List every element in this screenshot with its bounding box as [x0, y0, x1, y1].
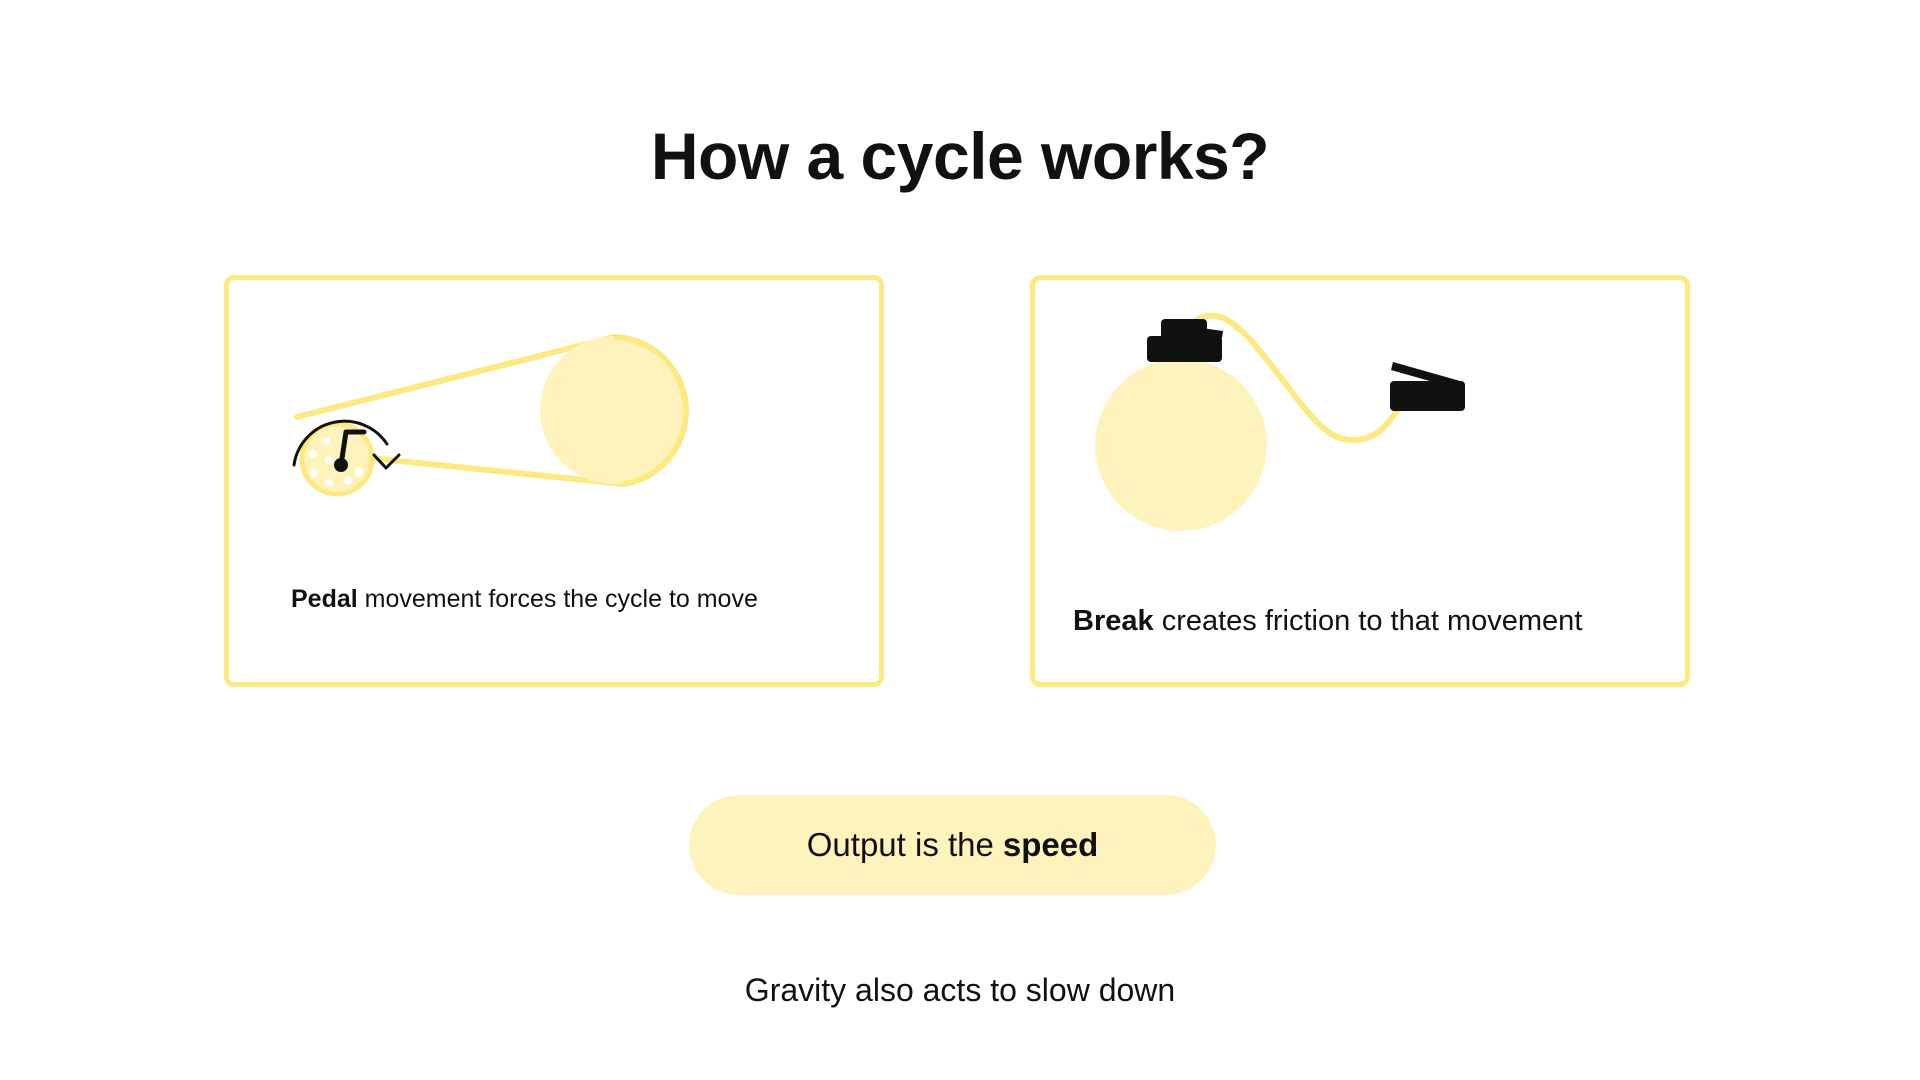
brake-caption: Break creates friction to that movement	[1073, 605, 1582, 638]
rotation-arrow-icon	[292, 419, 401, 470]
page-title: How a cycle works?	[650, 119, 1270, 193]
pedal-caption-bold: Pedal	[291, 585, 358, 613]
gravity-note: Gravity also acts to slow down	[744, 972, 1176, 1008]
brake-caption-bold: Break	[1073, 605, 1154, 637]
chainring-icon	[540, 334, 690, 487]
pedal-card: Pedal movement forces the cycle to move	[224, 275, 884, 687]
pedal-gear-icon	[299, 421, 375, 497]
pedal-caption: Pedal movement forces the cycle to move	[291, 585, 758, 614]
brake-diagram	[1095, 312, 1465, 531]
wheel-icon	[1095, 359, 1267, 531]
pedal-caption-text: movement forces the cycle to move	[364, 585, 758, 613]
output-prefix: Output is the	[806, 826, 994, 863]
brake-lever-icon	[1390, 362, 1465, 411]
pedal-diagram	[292, 334, 690, 497]
brake-caption-text: creates friction to that movement	[1161, 605, 1583, 637]
output-bold: speed	[1002, 826, 1099, 863]
brake-cable-icon	[1179, 312, 1406, 444]
brake-card: Break creates friction to that movement	[1030, 275, 1690, 687]
brake-caliper-icon	[1147, 319, 1223, 362]
